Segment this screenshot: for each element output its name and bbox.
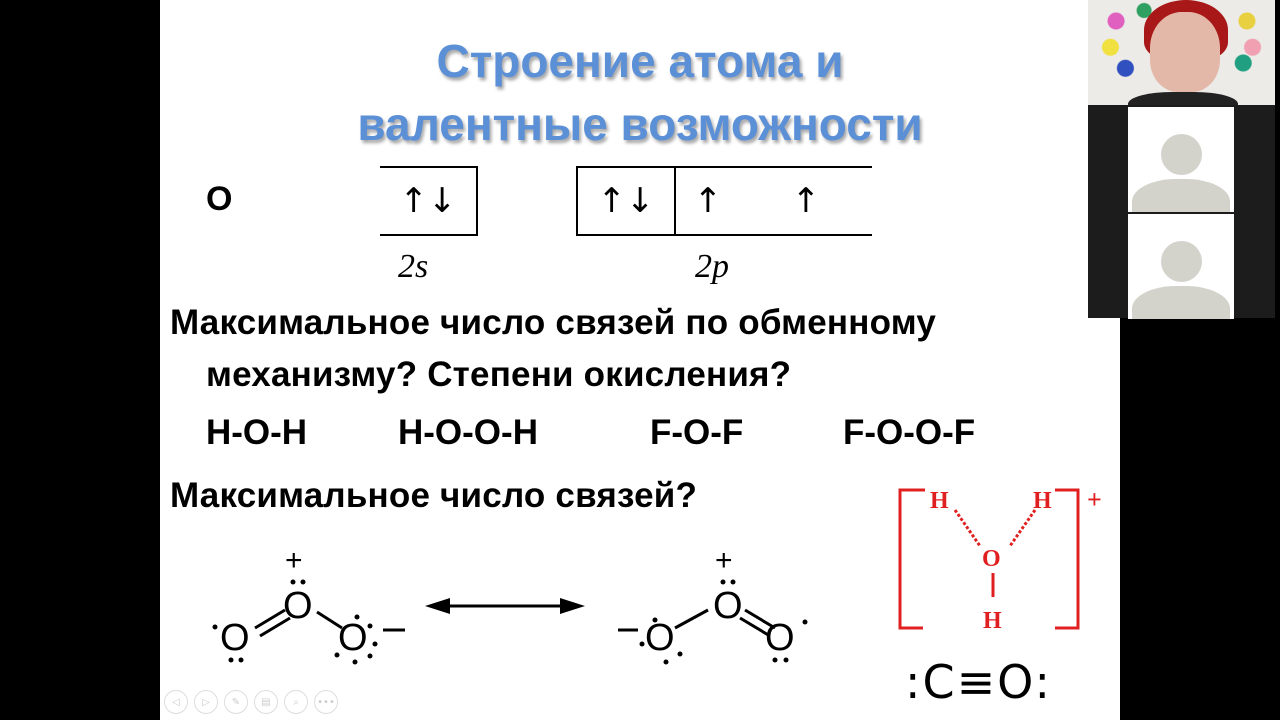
orbital-2p-label: 2p [695,248,729,285]
formula-dioxygen-difluoride: F-O-O-F [843,413,976,452]
prev-slide-button[interactable]: ◁ [164,690,188,714]
formula-oxygen-difluoride: F-O-F [650,413,744,452]
svg-text:O: O [645,617,675,659]
svg-text:H: H [1033,488,1052,514]
carbon-monoxide-formula: :C≡O: [905,655,1053,709]
ozone-resonance-diagram: + O O O + O O O [212,544,808,665]
slide-title-line2: валентные возможности [357,98,923,150]
svg-text:O: O [338,617,368,659]
orbital-2s-box: ↑↓ [380,166,478,236]
slide-nav-toolbar: ◁ ▷ ✎ ▤ ⌕ ••• [164,690,338,714]
pen-tool-button[interactable]: ✎ [224,690,248,714]
presenter-shoulders [1128,92,1238,105]
avatar-head-icon [1161,134,1202,175]
presenter-video-tile[interactable] [1088,0,1275,105]
participant-tile-2[interactable] [1088,107,1275,212]
svg-text:O: O [713,585,743,627]
question-1-line1: Максимальное число связей по обменному [170,303,937,342]
zoom-slide-button[interactable]: ⌕ [284,690,308,714]
element-symbol: O [206,180,233,218]
avatar-body-icon [1132,286,1230,319]
svg-text:H: H [930,488,949,514]
orbital-2s-cell: ↑↓ [399,181,457,221]
formula-water: H-O-H [206,413,308,452]
svg-text:H: H [983,608,1002,634]
participant-avatar-2 [1128,107,1234,212]
next-slide-button[interactable]: ▷ [194,690,218,714]
avatar-head-icon [1161,241,1202,282]
slide-title-line1: Строение атома и [436,35,844,87]
presentation-slide: Строение атома и валентные возможности O… [160,0,1120,720]
orbital-2p-box: ↑↓ ↑ ↑ [576,166,872,236]
orbital-2p-cell-3: ↑ [791,181,821,221]
presenter-face [1150,12,1220,92]
svg-text:O: O [220,617,250,659]
video-participants-panel [1088,0,1275,319]
formula-hydrogen-peroxide: H-O-O-H [398,413,538,452]
svg-text:O: O [982,546,1001,572]
svg-text:+: + [715,544,733,577]
question-1-line2: механизму? Степени окисления? [206,355,792,394]
avatar-body-icon [1132,179,1230,212]
question-2: Максимальное число связей? [170,476,698,515]
orbital-2p-cell-2: ↑ [693,181,723,221]
svg-text:+: + [1087,485,1102,514]
participant-tile-3[interactable] [1088,214,1275,319]
more-options-button[interactable]: ••• [314,690,338,714]
plus-charge-left: + [285,544,303,577]
orbital-2p-cell-1: ↑↓ [578,168,676,234]
participant-avatar-3 [1128,214,1234,319]
orbital-2s-label: 2s [398,248,429,285]
hydronium-ion-diagram: H H O H + [898,485,1102,634]
see-all-slides-button[interactable]: ▤ [254,690,278,714]
